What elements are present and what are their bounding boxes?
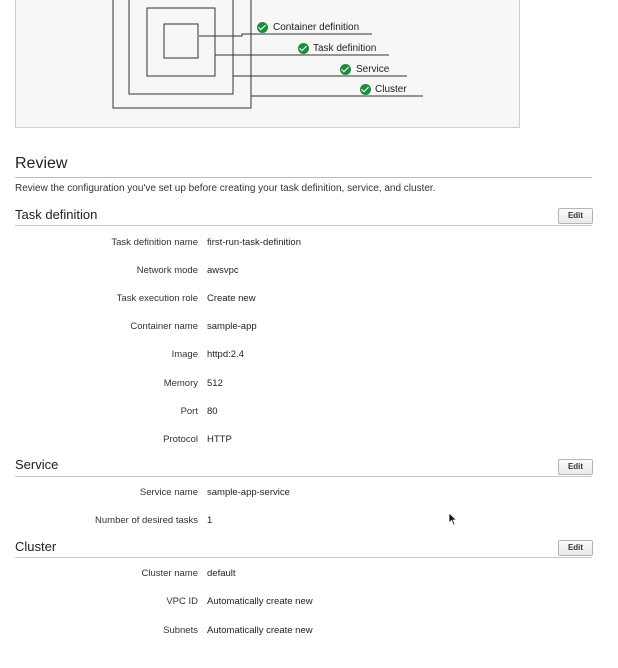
check-circle-icon (340, 64, 351, 75)
field-value-desired-tasks: 1 (207, 515, 213, 526)
field-label-image: Image (171, 349, 198, 360)
field-label-memory: Memory (163, 378, 198, 389)
field-label-network-mode: Network mode (136, 265, 198, 276)
check-circle-icon (298, 43, 309, 54)
architecture-diagram: Container definition Task definition Ser… (15, 0, 520, 128)
field-value-memory: 512 (207, 378, 223, 389)
field-value-network-mode: awsvpc (207, 265, 239, 276)
field-value-vpc-id: Automatically create new (207, 596, 313, 607)
section-title-service: Service (15, 457, 59, 472)
check-circle-icon (257, 22, 268, 33)
field-label-protocol: Protocol (163, 434, 198, 445)
field-label-desired-tasks: Number of desired tasks (95, 515, 198, 526)
field-label-task-execution-role: Task execution role (116, 293, 198, 304)
field-label-container-name: Container name (130, 321, 198, 332)
field-label-task-definition-name: Task definition name (111, 237, 198, 248)
field-label-port: Port (180, 406, 198, 417)
divider (15, 476, 592, 477)
field-label-vpc-id: VPC ID (166, 596, 198, 607)
legend-task-definition: Task definition (313, 43, 377, 54)
page-description: Review the configuration you've set up b… (15, 183, 436, 194)
field-value-image: httpd:2.4 (207, 349, 244, 360)
edit-task-definition-button[interactable]: Edit (558, 208, 593, 224)
field-value-task-execution-role: Create new (207, 293, 256, 304)
field-value-subnets: Automatically create new (207, 625, 313, 636)
field-value-protocol: HTTP (207, 434, 232, 445)
field-value-cluster-name: default (207, 568, 236, 579)
divider (15, 177, 592, 178)
page-title: Review (15, 155, 68, 172)
divider (15, 557, 592, 558)
nested-boxes-diagram (112, 0, 423, 109)
field-label-cluster-name: Cluster name (141, 568, 199, 579)
mouse-cursor-icon (448, 512, 458, 526)
legend-service: Service (356, 64, 390, 75)
legend-cluster: Cluster (375, 84, 407, 95)
field-value-service-name: sample-app-service (207, 487, 290, 498)
section-title-cluster: Cluster (15, 539, 57, 554)
edit-cluster-button[interactable]: Edit (558, 540, 593, 556)
divider (15, 225, 592, 226)
field-value-port: 80 (207, 406, 218, 417)
field-value-container-name: sample-app (207, 321, 257, 332)
field-label-subnets: Subnets (163, 625, 198, 636)
edit-service-button[interactable]: Edit (558, 459, 593, 475)
check-circle-icon (360, 84, 371, 95)
field-value-task-definition-name: first-run-task-definition (207, 237, 301, 248)
field-label-service-name: Service name (139, 487, 198, 498)
legend-container-definition: Container definition (273, 22, 360, 33)
section-title-task-definition: Task definition (15, 207, 98, 222)
